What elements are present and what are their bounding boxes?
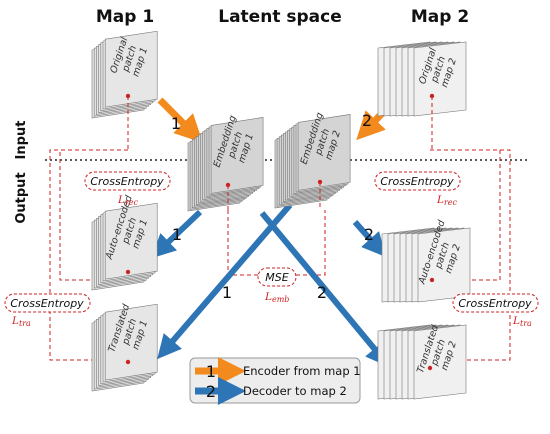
card-sheet (104, 303, 158, 381)
header-map1: Map 1 (96, 7, 154, 27)
legend-decoder-label: Decoder to map 2 (243, 384, 347, 398)
patch-center-dot (429, 277, 435, 283)
card-sheet (297, 114, 351, 191)
card-stack-orig2: Originalpatchmap 2 (377, 41, 467, 150)
loss-emb-label: MSE (265, 271, 288, 284)
loss-tra-left-symbol: Ltra (11, 315, 31, 328)
loss-tra-right-symbol: Ltra (512, 315, 532, 328)
encoder-number-map2: 2 (362, 111, 372, 130)
card-stack-emb1: Embeddingpatchmap 1 (187, 114, 264, 212)
patch-center-dot (125, 359, 131, 365)
input-label: Input (14, 121, 29, 160)
decoder-arrows (151, 203, 390, 368)
card-stack-emb2: Embeddingpatchmap 2 (274, 111, 351, 210)
patch-center-dot (427, 365, 433, 371)
card-stack-orig1: Originalpatchmap 1 (91, 30, 158, 150)
loss-rec-left: CrossEntropy Lrec (84, 171, 171, 207)
loss-emb-symbol: Lemb (264, 291, 289, 304)
output-label: Output (14, 172, 29, 223)
card-sheet (210, 117, 264, 194)
decoder-number-cross-map2: 2 (317, 283, 327, 302)
card-stack-trans1: Translatedpatchmap 1 (91, 302, 158, 392)
decoder-arrow-map1-auto (151, 209, 203, 259)
loss-rec-left-label: CrossEntropy (90, 175, 164, 188)
loss-tra-right: CrossEntropy Ltra (452, 293, 539, 328)
card-sheet (104, 30, 158, 108)
loss-rec-left-symbol: Lrec (117, 194, 139, 207)
loss-tra-left-label: CrossEntropy (10, 297, 84, 310)
card-label-trans2: Translatedpatchmap 2 (415, 323, 462, 382)
loss-rec-right-label: CrossEntropy (380, 175, 454, 188)
card-sheet (104, 202, 158, 280)
encoder-arrows (157, 97, 398, 143)
decoder-arrow-map2-auto (352, 220, 386, 257)
patch-center-dot (125, 269, 131, 275)
legend-encoder-number: 1 (206, 362, 216, 381)
decoder-number-map2-auto: 2 (364, 225, 374, 244)
loss-emb: MSE Lemb (257, 267, 297, 304)
loss-rec-right-symbol: Lrec (436, 194, 458, 207)
loss-tra-left: CrossEntropy Ltra (4, 293, 91, 328)
header-map2: Map 2 (411, 7, 469, 27)
card-sheet (413, 324, 467, 400)
card-stack-trans2: Translatedpatchmap 2 (377, 323, 467, 400)
card-sheet (413, 41, 467, 117)
legend-encoder-label: Encoder from map 1 (243, 364, 361, 378)
loss-tra-right-label: CrossEntropy (458, 297, 532, 310)
card-label-orig2: Originalpatchmap 2 (417, 46, 460, 92)
legend-decoder-number: 2 (206, 382, 216, 401)
card-stack-auto2: Auto-encodedpatchmap 2 (381, 218, 471, 303)
encoder-number-map1: 1 (171, 114, 181, 133)
decoder-arrow-cross-to-map1 (157, 203, 293, 360)
loss-rec-right: CrossEntropy Lrec (374, 171, 461, 207)
decoder-number-cross-map1: 1 (222, 283, 232, 302)
decoder-number-map1-auto: 1 (172, 225, 182, 244)
legend: 1 Encoder from map 1 2 Decoder to map 2 (189, 357, 361, 405)
decoder-arrow-cross-to-map2 (259, 211, 390, 368)
card-stack-auto1: Auto-encodedpatchmap 1 (91, 193, 158, 291)
encoder-arrow-map1 (157, 97, 203, 143)
header-latent: Latent space (218, 7, 341, 27)
